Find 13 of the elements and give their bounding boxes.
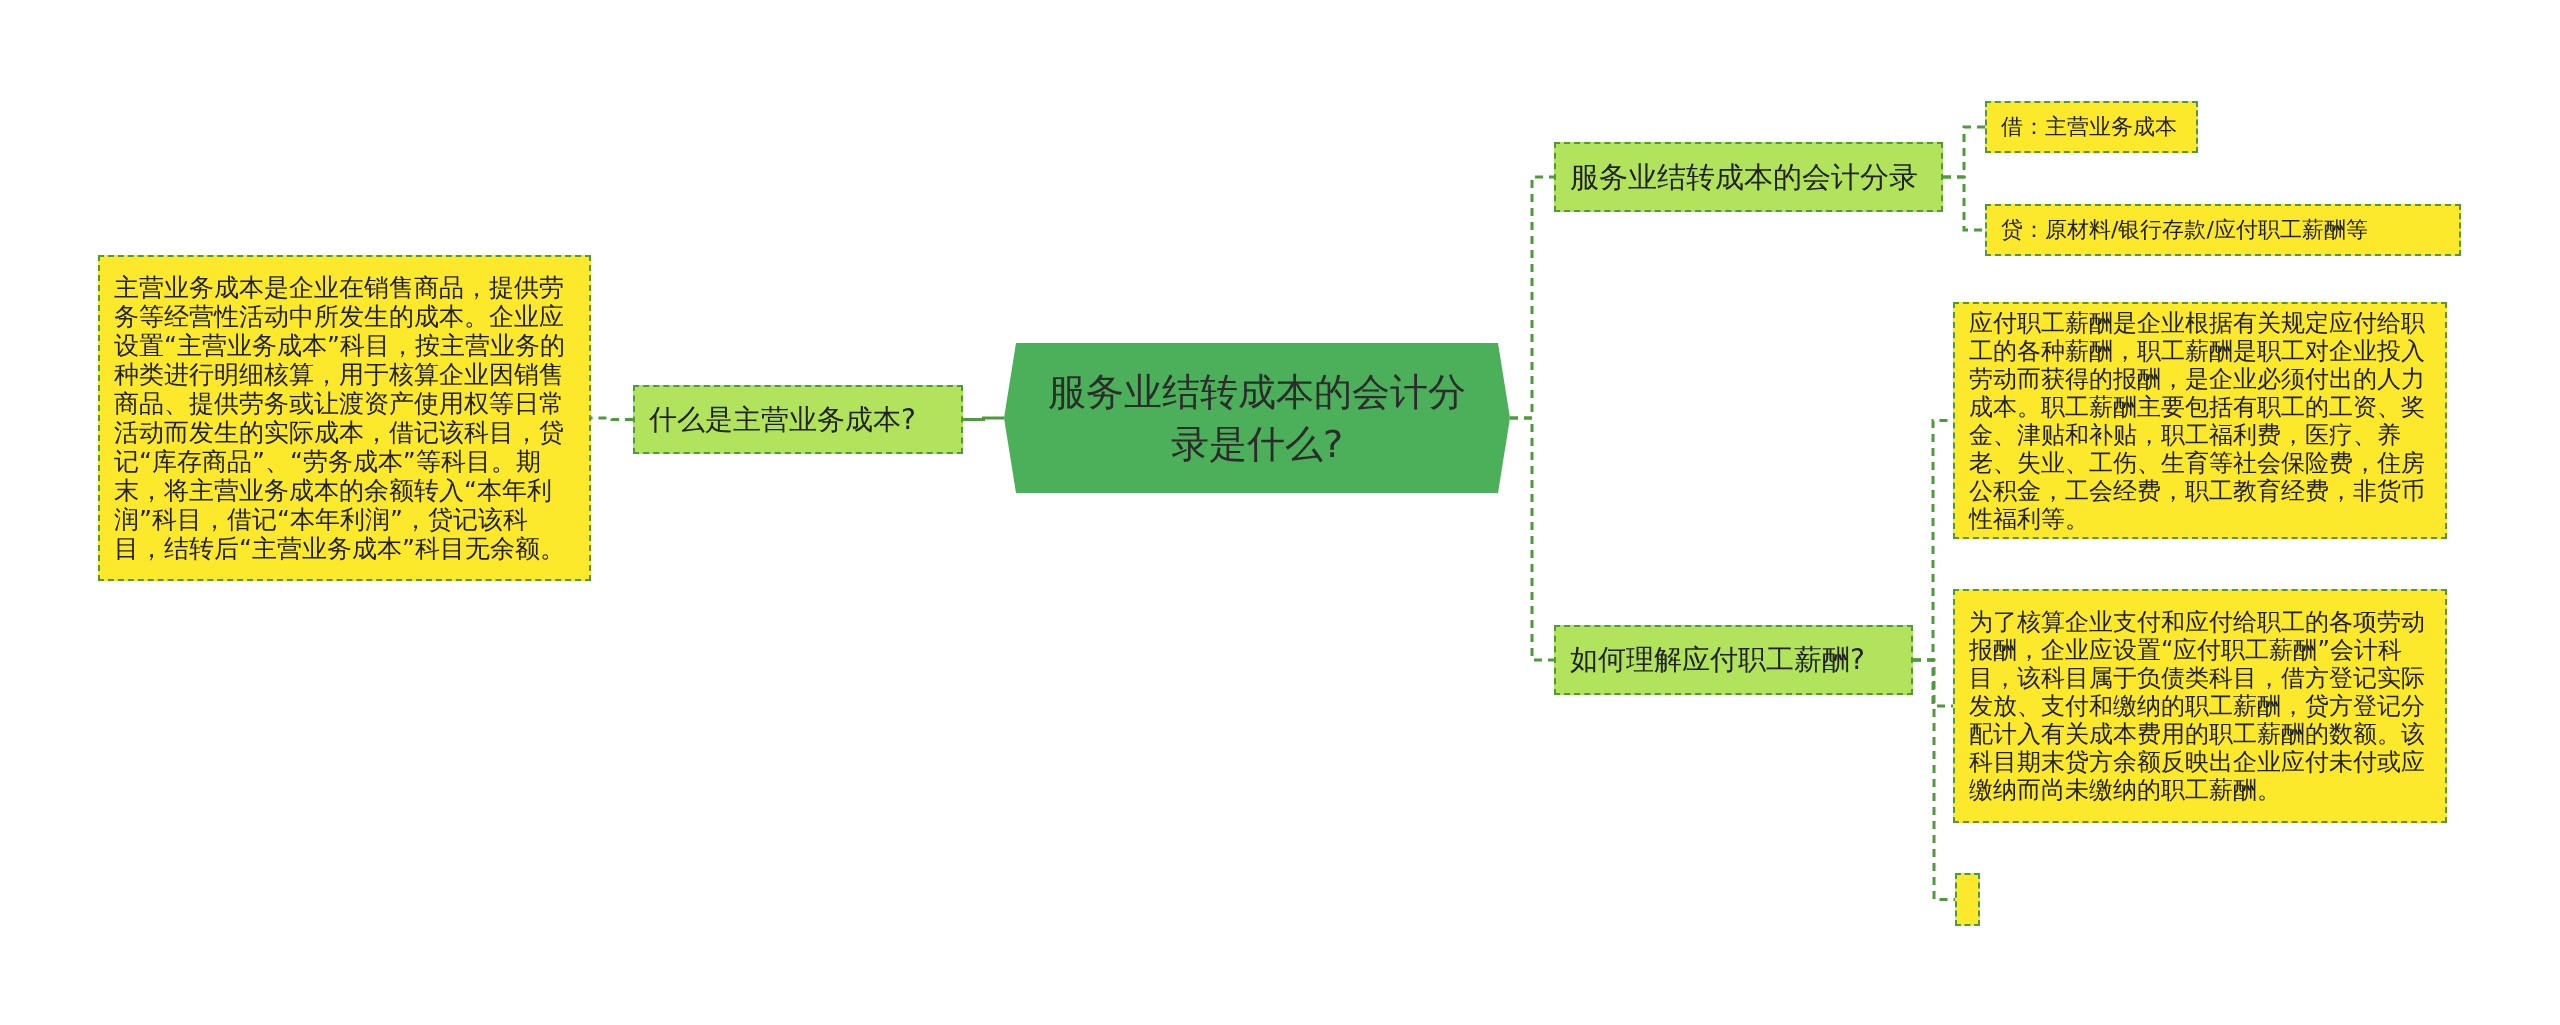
connector-line [963,416,1004,421]
topic-box: 服务业结转成本的会计分录 [1554,142,1943,212]
connector-line [1510,416,1554,662]
connector-line [1943,175,1985,232]
note-box: 贷：原材料/银行存款/应付职工薪酬等 [1985,204,2461,256]
note-box: 借：主营业务成本 [1985,101,2198,153]
topic-box: 什么是主营业务成本? [633,385,963,454]
empty-box [1955,873,1980,926]
note-box: 为了核算企业支付和应付给职工的各项劳动报酬，企业应设置“应付职工薪酬”会计科目，该科目属于负债类科目，借方登记实际发放、支付和缴纳的职工薪酬，贷方登记分配计入有关成本费用的职工薪酬的数额。该科目期末贷方余额反映出企业应付未付或应缴纳而尚未缴纳的职工薪酬。 [1953,589,2447,823]
note-box: 应付职工薪酬是企业根据有关规定应付给职工的各种薪酬，职工薪酬是职工对企业投入劳动而获得的报酬，是企业必须付出的人力成本。职工薪酬主要包括有职工的工资、奖金、津贴和补贴，职工福利费，医疗、养老、失业、工伤、生育等社会保险费，住房公积金，工会经费，职工教育经费，非货币性福利等。 [1953,302,2447,539]
connector-line [1913,658,1955,901]
topic-box: 如何理解应付职工薪酬? [1554,625,1913,695]
note-box: 主营业务成本是企业在销售商品，提供劳务等经营性活动中所发生的成本。企业应设置“主营业务成本”科目，按主营业务的种类进行明细核算，用于核算企业因销售商品、提供劳务或让渡资产使用权等日常活动而发生的实际成本，借记该科目，贷记“库存商品”、“劳务成本”等科目。期末，将主营业务成本的余额转入“本年利润”科目，借记“本年利润”，贷记该科目，结转后“主营业务成本”科目无余额。 [98,255,591,581]
